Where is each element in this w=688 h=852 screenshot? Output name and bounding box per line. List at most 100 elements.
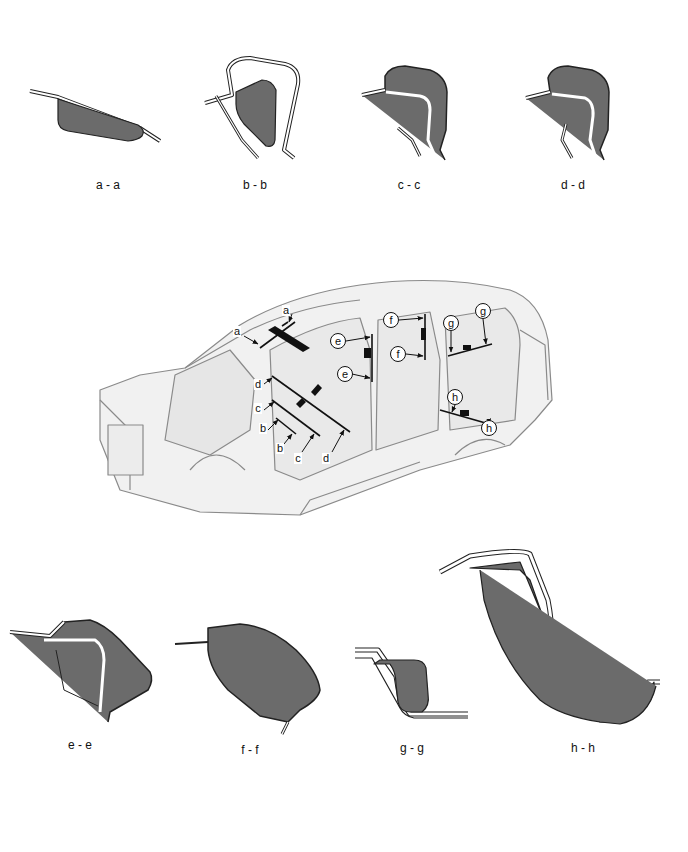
illustration-part bbox=[264, 378, 272, 384]
callout-letter: f bbox=[389, 315, 392, 326]
illustration-part bbox=[520, 330, 548, 400]
illustration-part bbox=[374, 660, 428, 712]
illustration-part bbox=[30, 91, 160, 141]
illustration-part bbox=[205, 58, 298, 158]
section-caption: d - d bbox=[561, 179, 585, 191]
illustration-part bbox=[480, 570, 656, 724]
illustration-part bbox=[452, 405, 455, 412]
illustration-part bbox=[455, 439, 505, 455]
illustration-part bbox=[362, 90, 385, 95]
callout-circle: e bbox=[337, 366, 353, 382]
illustration-part bbox=[282, 322, 288, 326]
section-letter: a bbox=[233, 326, 241, 337]
illustration-part bbox=[10, 622, 64, 636]
illustration-part bbox=[346, 337, 370, 341]
illustration-part bbox=[562, 124, 572, 158]
illustration-part bbox=[268, 420, 278, 430]
section-caption: g - g bbox=[400, 742, 424, 754]
illustration-part bbox=[355, 650, 468, 714]
illustration-part bbox=[10, 620, 152, 722]
section-a bbox=[30, 91, 160, 141]
illustration-part bbox=[236, 80, 276, 146]
illustration-part bbox=[272, 400, 320, 436]
illustration-part bbox=[371, 334, 373, 382]
illustration-part bbox=[108, 425, 143, 475]
illustration-part bbox=[165, 350, 255, 455]
illustration-part bbox=[300, 462, 420, 515]
section-d bbox=[526, 66, 609, 160]
callout-circle: g bbox=[475, 303, 491, 319]
illustration-part bbox=[244, 336, 258, 344]
illustration-part bbox=[208, 624, 320, 722]
illustration-part bbox=[526, 92, 550, 98]
illustration-part bbox=[399, 318, 423, 320]
illustration-part bbox=[398, 128, 420, 156]
illustration-part bbox=[216, 96, 258, 158]
section-caption: f - f bbox=[241, 744, 258, 756]
section-caption: a - a bbox=[96, 179, 120, 191]
illustration-part bbox=[216, 96, 258, 158]
illustration-part bbox=[451, 331, 452, 352]
section-letter: d bbox=[254, 379, 262, 390]
illustration-part bbox=[260, 322, 295, 348]
illustration-part bbox=[362, 66, 447, 160]
section-h bbox=[440, 551, 660, 724]
illustration-part bbox=[562, 124, 572, 158]
callout-letter: h bbox=[486, 423, 492, 434]
callout-letter: g bbox=[448, 318, 454, 329]
illustration-part bbox=[386, 92, 436, 158]
illustration-part bbox=[311, 384, 322, 396]
illustration-part bbox=[10, 622, 64, 636]
illustration-part bbox=[376, 312, 440, 450]
illustration-part bbox=[448, 344, 492, 356]
car-body bbox=[100, 281, 552, 515]
illustration-part bbox=[44, 640, 104, 712]
illustration-part bbox=[460, 410, 469, 416]
callout-circle: g bbox=[443, 315, 459, 331]
illustration-part bbox=[175, 642, 208, 644]
illustration-part bbox=[355, 650, 468, 714]
callout-letter: e bbox=[342, 369, 348, 380]
section-letter: a bbox=[282, 305, 290, 316]
illustration-part bbox=[398, 128, 420, 156]
section-caption: h - h bbox=[571, 742, 595, 754]
callout-letter: h bbox=[452, 392, 458, 403]
illustration-part bbox=[30, 91, 160, 141]
illustration-part bbox=[355, 658, 468, 718]
callout-circle: h bbox=[481, 420, 497, 436]
illustration-part bbox=[276, 418, 296, 434]
section-letter: b bbox=[259, 423, 267, 434]
illustration-part bbox=[190, 455, 245, 470]
illustration-part bbox=[362, 90, 385, 95]
callout-letter: e bbox=[335, 336, 341, 347]
callout-letter: g bbox=[480, 306, 486, 317]
leader-arrows bbox=[244, 314, 490, 452]
illustration-part bbox=[268, 326, 310, 352]
section-caption: e - e bbox=[68, 739, 92, 751]
callout-circle: f bbox=[390, 346, 406, 362]
illustration-part bbox=[282, 722, 288, 734]
illustration-part bbox=[282, 722, 288, 734]
section-letter: c bbox=[254, 403, 262, 414]
illustration-part bbox=[56, 650, 98, 706]
section-f bbox=[175, 624, 320, 734]
illustration-part bbox=[526, 92, 550, 98]
callout-circle: h bbox=[447, 389, 463, 405]
illustration-part bbox=[270, 318, 372, 480]
callout-circle: f bbox=[383, 312, 399, 328]
illustration-part bbox=[264, 402, 274, 410]
callout-letter: f bbox=[396, 349, 399, 360]
illustration-part bbox=[100, 281, 552, 515]
illustration-part bbox=[406, 354, 423, 356]
section-caption: b - b bbox=[243, 179, 267, 191]
illustration-part bbox=[364, 348, 371, 358]
section-lines bbox=[260, 314, 496, 436]
section-letter: d bbox=[322, 453, 330, 464]
illustration-part bbox=[302, 434, 314, 452]
section-g bbox=[355, 650, 468, 718]
section-c bbox=[362, 66, 447, 160]
illustration-part bbox=[424, 314, 426, 360]
illustration-part bbox=[332, 430, 344, 452]
section-caption: c - c bbox=[398, 179, 421, 191]
